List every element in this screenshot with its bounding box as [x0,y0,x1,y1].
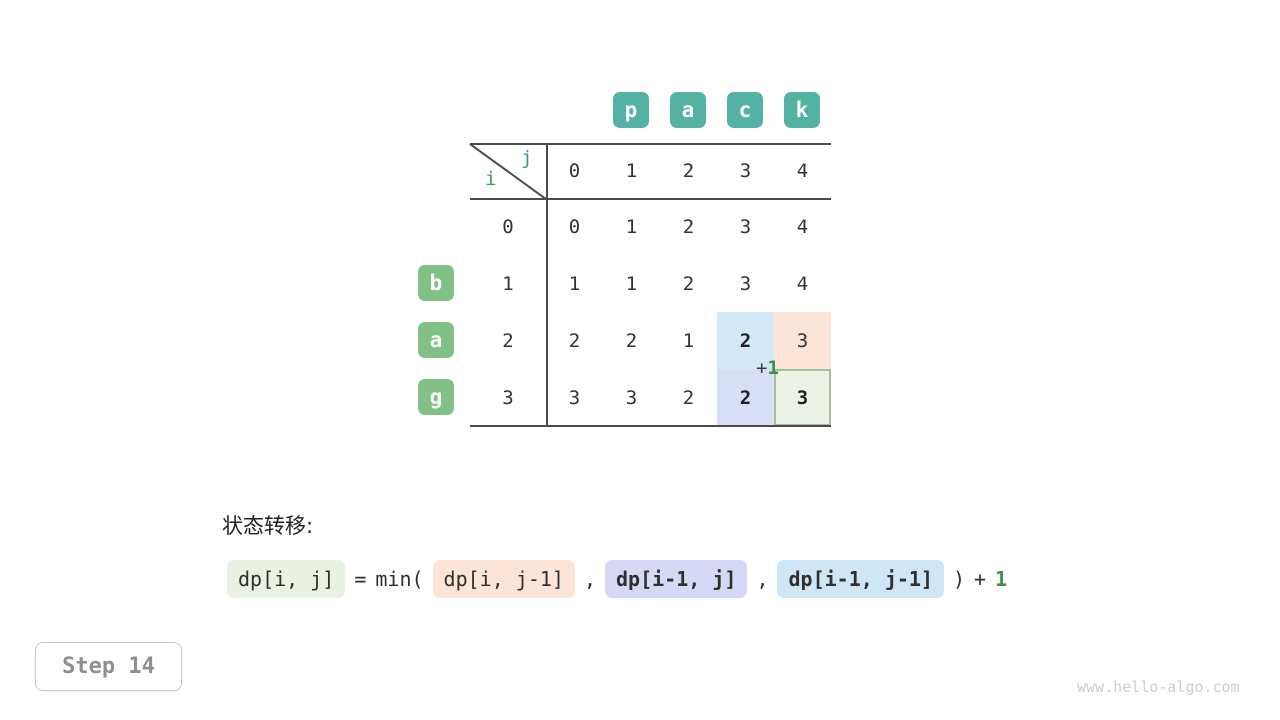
col-var-label: j [521,147,533,169]
formula-arg-up-chip: dp[i-1, j] [605,560,748,598]
dp-cell-r3c2: 2 [682,386,695,409]
dp-table: i j 0 1 2 3 4 0 1 2 3 0 1 2 3 4 1 1 2 3 … [469,143,831,427]
dp-cell-r1c4: 4 [796,272,809,295]
equals-sign: = [354,567,367,591]
col-index-2: 2 [682,159,695,182]
paren-close: ) [952,567,966,591]
watermark: www.hello-algo.com [1077,678,1240,696]
plus-sign: + [756,357,768,379]
formula-arg-left-chip: dp[i, j-1] [432,560,575,598]
row-var-label: i [485,168,497,190]
row-index-2: 2 [502,329,514,352]
col-index-1: 1 [625,159,638,182]
dp-cell-r2c1: 2 [625,329,638,352]
formula-plus-sign: + [974,567,987,591]
dp-cell-r2c4: 3 [796,329,809,352]
col-char-tile-a: a [670,92,706,128]
plus-one-annotation: +1 [756,357,779,379]
dp-cell-r0c1: 1 [625,215,638,238]
row-index-1: 1 [502,272,514,295]
transition-formula: dp[i, j] = min( dp[i, j-1] , dp[i-1, j] … [227,560,1007,598]
row-char-tile-a: a [418,322,454,358]
dp-cell-r2c0: 2 [568,329,581,352]
dp-cell-r3c1: 3 [625,386,638,409]
highlight-cell-r2c3 [717,312,774,369]
dp-cell-r0c3: 3 [739,215,752,238]
table-top-border [470,143,831,145]
row-index-3: 3 [502,386,514,409]
dp-cell-r3c3: 2 [739,386,752,409]
col-index-4: 4 [796,159,809,182]
col-char-tile-p: p [613,92,649,128]
dp-cell-r0c0: 0 [568,215,581,238]
comma-2: , [756,567,769,591]
dp-cell-r2c3: 2 [739,329,752,352]
row-index-0: 0 [502,215,514,238]
dp-cell-r2c2: 1 [682,329,695,352]
formula-one-value: 1 [995,567,1008,591]
table-vertical-divider [546,143,548,427]
corner-diagonal-line [469,143,547,200]
dp-cell-r3c0: 3 [568,386,581,409]
dp-cell-r1c3: 3 [739,272,752,295]
min-open: min( [375,567,424,591]
dp-cell-r1c1: 1 [625,272,638,295]
col-char-tile-k: k [784,92,820,128]
dp-cell-r1c2: 2 [682,272,695,295]
col-index-3: 3 [739,159,752,182]
comma-1: , [583,567,597,591]
table-bottom-border [470,425,831,427]
col-char-tile-c: c [727,92,763,128]
highlight-cell-r2c4 [774,312,831,369]
table-header-divider [470,198,831,200]
col-index-0: 0 [568,159,581,182]
dp-cell-r3c4: 3 [796,386,809,409]
dp-cell-r0c4: 4 [796,215,809,238]
dp-cell-r0c2: 2 [682,215,695,238]
formula-arg-diag-chip: dp[i-1, j-1] [777,560,944,598]
transition-heading: 状态转移: [222,514,314,538]
one-value: 1 [767,357,779,379]
row-char-tile-b: b [418,265,454,301]
formula-lhs-chip: dp[i, j] [227,560,346,598]
dp-cell-r1c0: 1 [568,272,581,295]
step-indicator: Step 14 [35,642,182,691]
row-char-tile-g: g [418,379,454,415]
highlight-cell-r3c3 [717,369,774,426]
